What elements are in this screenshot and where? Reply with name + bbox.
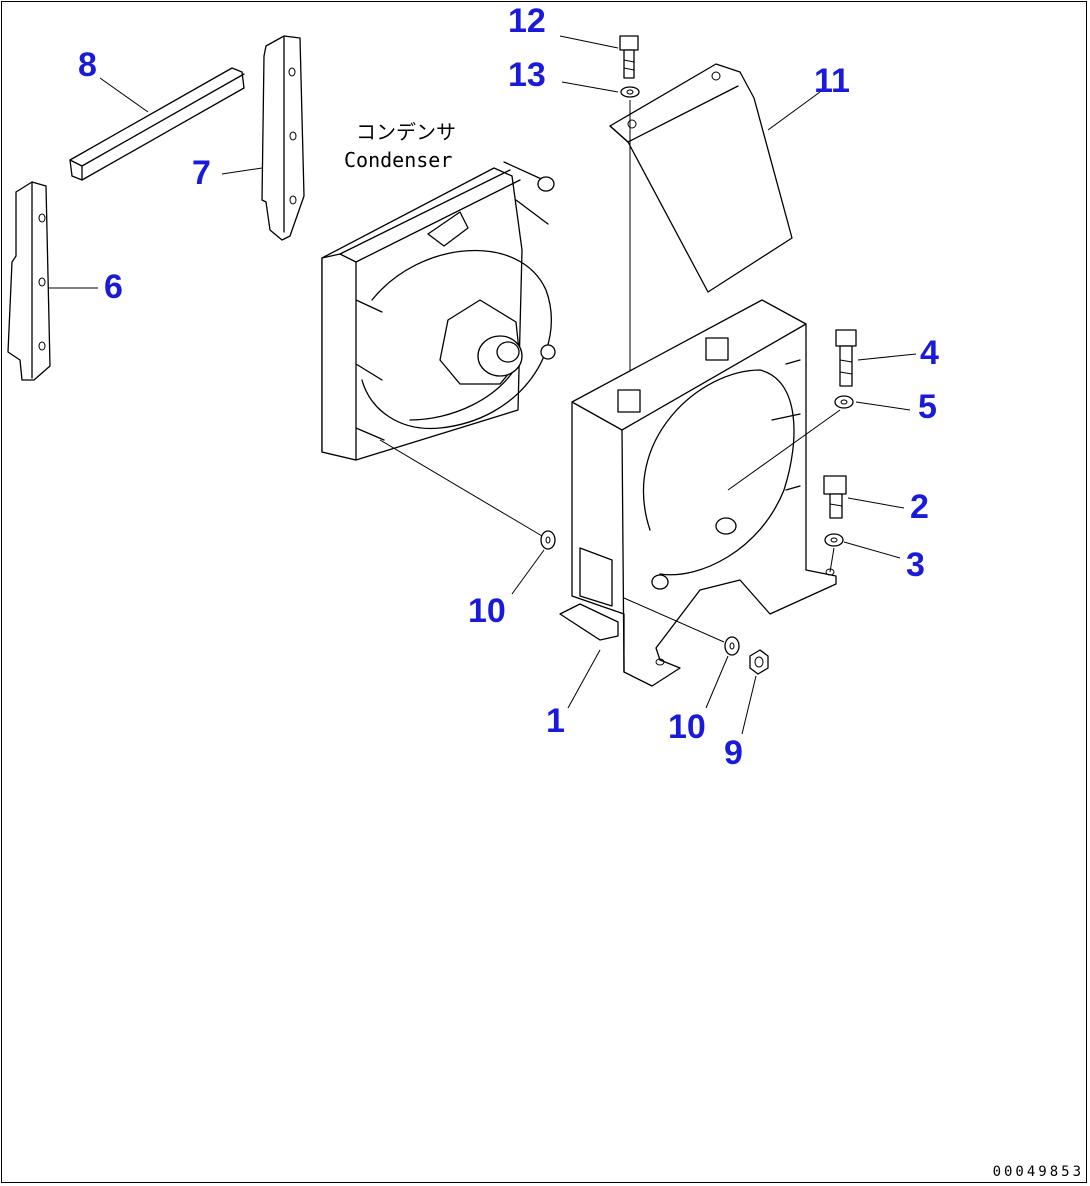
- callout-10-lower: 10: [668, 708, 706, 746]
- callout-13: 13: [508, 56, 546, 94]
- part-5-washer: [834, 395, 854, 409]
- callout-4: 4: [920, 334, 939, 372]
- part-11-cover: [609, 63, 793, 293]
- callout-9: 9: [724, 734, 743, 772]
- condenser-assembly: [321, 161, 556, 461]
- part-7-bracket: [261, 35, 305, 241]
- callout-11: 11: [814, 62, 850, 100]
- part-10-washer-lower: [724, 636, 740, 656]
- callout-3: 3: [906, 546, 925, 584]
- callout-2: 2: [910, 488, 929, 526]
- part-6-bracket: [7, 181, 51, 381]
- part-9-nut: [749, 649, 769, 675]
- part-13-washer: [620, 86, 640, 98]
- callout-10-upper: 10: [468, 592, 506, 630]
- condenser-label-jp: コンデンサ: [356, 120, 456, 144]
- callout-5: 5: [918, 388, 937, 426]
- callout-12: 12: [508, 2, 546, 40]
- part-12-bolt: [619, 35, 639, 79]
- part-10-washer-upper: [540, 530, 556, 550]
- callout-8: 8: [78, 46, 97, 84]
- condenser-label-en: Condenser: [344, 148, 453, 172]
- drawing-number: 00049853: [992, 1164, 1084, 1180]
- callout-7: 7: [192, 154, 211, 192]
- leader-lines: [48, 35, 917, 735]
- callout-6: 6: [104, 268, 123, 306]
- part-2-bolt: [823, 475, 847, 519]
- part-8-bar: [69, 67, 245, 181]
- callout-1: 1: [546, 702, 565, 740]
- part-4-bolt: [835, 329, 857, 387]
- part-1-shroud: [559, 299, 837, 687]
- part-3-washer: [824, 533, 844, 547]
